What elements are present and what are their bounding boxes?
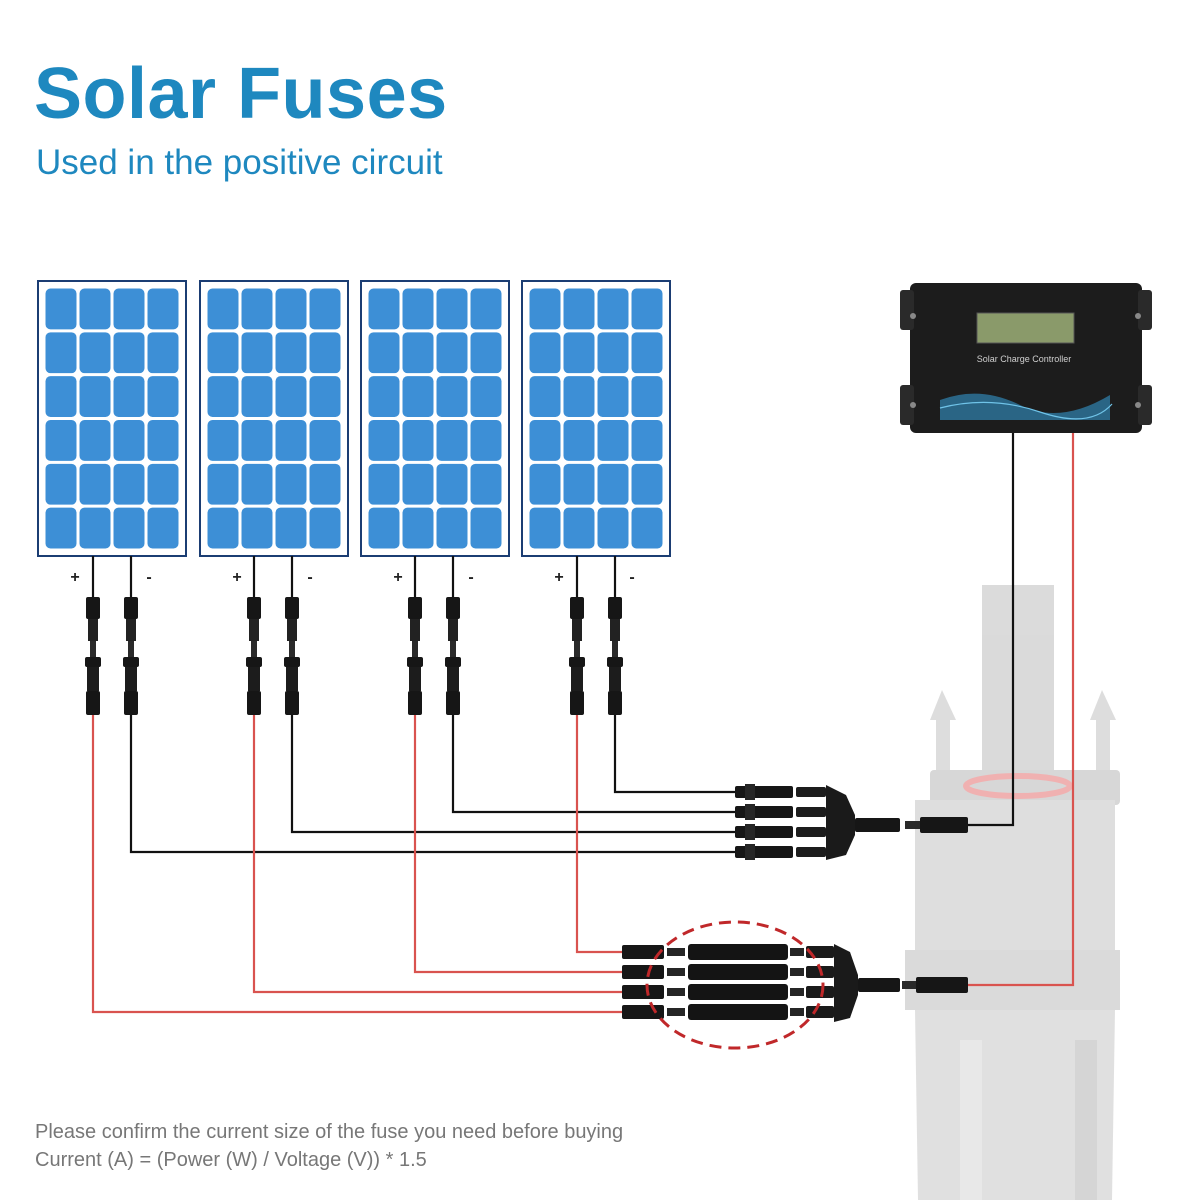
positive-wire — [252, 715, 625, 994]
connectors — [85, 556, 968, 1022]
plus-label: + — [393, 569, 402, 586]
mc4-connector-icon — [569, 556, 585, 715]
controller-label: Solar Charge Controller — [977, 354, 1072, 364]
plus-label: + — [232, 569, 241, 586]
mc4-connector-icon — [445, 556, 461, 715]
mc4-connector-icon — [123, 556, 139, 715]
minus-label: - — [307, 569, 312, 586]
minus-label: - — [468, 569, 473, 586]
inline-fuse-icon — [667, 944, 804, 960]
wiring — [91, 433, 1075, 1014]
solar-panel-icon — [521, 280, 671, 557]
charge-controller-icon: Solar Charge Controller — [900, 283, 1152, 433]
inline-fuse-icon — [667, 1004, 804, 1020]
controller-negative-lead — [965, 433, 1015, 827]
minus-label: - — [629, 569, 634, 586]
mc4-connector-icon — [407, 556, 423, 715]
negative-wire — [129, 715, 738, 854]
fuse-bank — [622, 944, 968, 1022]
solar-panel-array — [37, 280, 671, 557]
inline-fuse-icon — [667, 964, 804, 980]
plus-label: + — [554, 569, 563, 586]
solar-panel-icon — [360, 280, 510, 557]
controller-screen — [976, 312, 1075, 344]
current-formula: Current (A) = (Power (W) / Voltage (V)) … — [35, 1149, 427, 1171]
fuse-size-note: Please confirm the current size of the f… — [35, 1121, 624, 1143]
page-title: Solar Fuses — [34, 54, 448, 134]
branch-connector-icon — [735, 784, 968, 860]
controller-positive-lead — [968, 433, 1075, 987]
page-subtitle: Used in the positive circuit — [36, 143, 443, 182]
positive-wire — [575, 715, 625, 954]
minus-label: - — [146, 569, 151, 586]
mc4-connector-icon — [284, 556, 300, 715]
solar-panel-icon — [199, 280, 349, 557]
positive-wire — [413, 715, 625, 974]
positive-wire — [91, 715, 625, 1014]
plus-label: + — [70, 569, 79, 586]
solar-panel-icon — [37, 280, 187, 557]
polarity-labels: + - + - + - + - — [70, 569, 634, 586]
inline-fuse-icon — [667, 984, 804, 1000]
negative-wire — [451, 715, 738, 814]
fuse-highlight — [645, 920, 825, 1050]
mc4-connector-icon — [85, 556, 101, 715]
mc4-connector-icon — [246, 556, 262, 715]
negative-wire — [613, 715, 738, 794]
negative-wire — [290, 715, 738, 834]
mc4-connector-icon — [607, 556, 623, 715]
